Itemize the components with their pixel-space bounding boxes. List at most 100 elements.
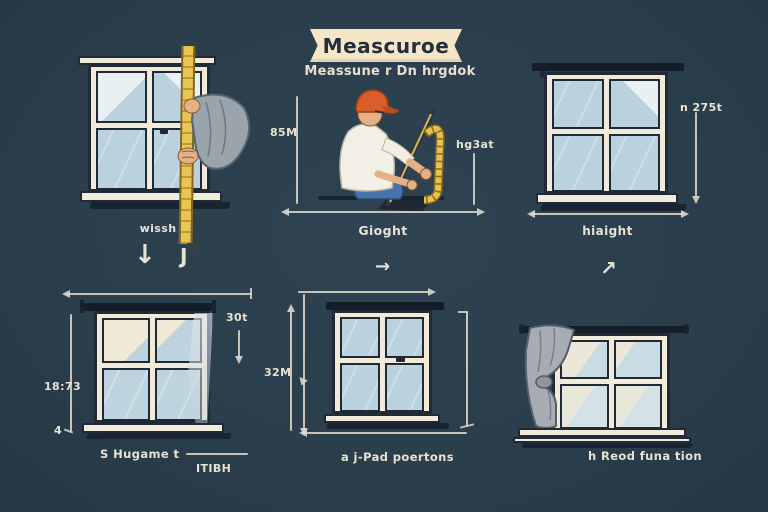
window3-pane-tr: [608, 79, 660, 129]
panel3-right-dim-label: n 275t: [680, 101, 723, 114]
window1-latch: [160, 128, 168, 134]
panel3-bottom-dimension-line: [531, 213, 683, 215]
tape-measure-end-hook: [187, 243, 198, 251]
window4-pane-tl: [102, 318, 150, 364]
panel4-top-right-label: 30t: [226, 311, 248, 324]
panel5-bottom-dimension-line: [303, 432, 467, 434]
window4-sill-shadow: [86, 433, 232, 439]
panel2-left-dimension-line: [296, 96, 298, 204]
panel6-caption: h Reod funa tion: [587, 449, 703, 463]
panel2-left-dim-label: 85M: [270, 126, 298, 139]
window1-sill-shadow: [88, 202, 232, 209]
curtain-fold-line: [549, 327, 556, 367]
right-arrow-glyph: →: [375, 256, 391, 277]
arrowhead-right: [681, 210, 689, 218]
tape-curve: [423, 125, 444, 203]
panel2-right-dimension-line: [473, 153, 475, 205]
lower-arm: [374, 170, 414, 188]
panel4-caption-note: ITIBH: [196, 462, 232, 475]
panel4-left-dim-sublabel: 4: [54, 424, 63, 437]
window6-rod: [524, 326, 684, 333]
window3-pane-bl: [552, 133, 604, 192]
panel3-bottom-dim-label: hiaight: [582, 224, 633, 238]
bench-shadow: [378, 200, 432, 212]
panel4-left-dim-label: 18:73: [44, 380, 82, 393]
arrowhead-left: [299, 429, 307, 437]
window6-curtain: [524, 324, 576, 429]
small-arrow-glyph: [296, 374, 308, 386]
window6-glass: [560, 340, 662, 429]
window3-pane-br: [608, 133, 660, 192]
arrowhead-up: [287, 304, 295, 312]
tape-hook-glyph: J: [180, 244, 188, 268]
upper-arm-sleeve: [381, 137, 415, 167]
panel2-right-dim-label: hg3at: [456, 138, 495, 151]
window6-pane-bl: [560, 383, 609, 429]
finger-lines: [181, 150, 195, 159]
panel5-left-dim-label: 32M: [264, 366, 292, 379]
arrowhead-right: [428, 288, 436, 296]
window3-sill-shadow: [539, 204, 688, 211]
window5-glass: [340, 317, 424, 412]
panel2-bottom-dim-label: Gioght: [358, 223, 408, 238]
window6-sill-lip: [513, 437, 691, 443]
window5-sill-shadow: [326, 423, 450, 429]
panel5-left-dimension-line-a: [290, 311, 292, 431]
cap-brim: [382, 106, 399, 114]
lower-hand: [177, 147, 199, 165]
window5-rod: [326, 302, 444, 310]
arrowhead-left: [281, 208, 289, 216]
panel1-caption: wissh: [139, 222, 177, 235]
window5-latch: [396, 356, 405, 362]
cloth-fold-line: [219, 99, 227, 155]
window3-rod: [532, 63, 684, 71]
arrowhead-down: [692, 196, 700, 204]
window4-sill: [82, 423, 224, 433]
up-right-arrow-glyph: ↗: [600, 256, 617, 280]
panel4-small-arrow-line: [238, 330, 240, 358]
panel5-top-dimension-line: [298, 291, 430, 293]
arrowhead-left: [527, 210, 535, 218]
window4-rod: [84, 303, 212, 311]
rod-knob-right: [683, 324, 689, 334]
window1-sill: [80, 191, 222, 202]
window5-pane-tl: [340, 317, 380, 359]
window5-frame: [332, 310, 432, 414]
gray-cloth: [190, 93, 251, 170]
window1-pane-bl: [96, 128, 147, 190]
panel4-top-dimension-line: [66, 293, 252, 295]
panel3-right-dimension-line: [695, 112, 697, 198]
window6-pane-br: [613, 383, 662, 429]
rod-knob-left: [519, 324, 525, 334]
cloth-fold-line: [205, 101, 212, 157]
dimension-end-tick: [250, 288, 252, 299]
window3-rod-bracket: [540, 71, 546, 78]
window4-glass: [102, 318, 202, 421]
dimension-hook: [458, 311, 468, 313]
rod-finial-left: [80, 300, 84, 313]
panel4-caption: S Hugame t: [100, 447, 180, 461]
arrowhead-down: [235, 356, 243, 364]
tshirt: [339, 123, 396, 192]
window5-pane-bl: [340, 363, 380, 412]
window6-sill: [518, 428, 686, 437]
dimension-hook: [459, 423, 475, 429]
arrowhead-left: [62, 290, 70, 298]
window3-glass: [552, 79, 660, 192]
rod-finial-right: [212, 300, 216, 313]
window1-pane-tl: [96, 71, 147, 124]
glasses-line: [374, 110, 385, 114]
window6-pane-tr: [613, 340, 662, 379]
curtain-fold-line: [547, 389, 552, 421]
panel4-caption-line: [186, 453, 248, 455]
window5-pane-tr: [384, 317, 424, 359]
window5-sill: [324, 414, 440, 423]
hand-and-cloth-illustration: [177, 93, 251, 170]
down-arrow-glyph: ↓: [134, 240, 156, 270]
window6-sill-shadow: [521, 443, 693, 448]
panel5-caption: a j-Pad poertons: [340, 450, 455, 464]
curtain-fold-line: [537, 329, 542, 373]
panel5-right-dimension-line: [466, 312, 468, 426]
window5-pane-br: [384, 363, 424, 412]
